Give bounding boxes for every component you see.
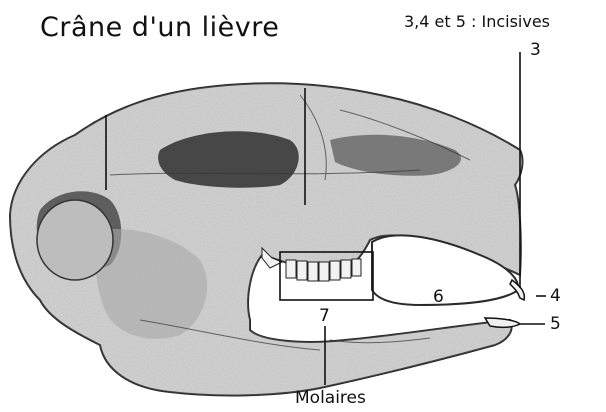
auditory-bulla xyxy=(37,200,113,280)
label-6: 6 xyxy=(433,287,444,307)
label-4: 4 xyxy=(550,286,561,306)
diagram-title: Crâne d'un lièvre xyxy=(40,12,279,43)
lower-incisor xyxy=(485,318,520,327)
incisors-legend: 3,4 et 5 : Incisives xyxy=(404,12,550,31)
molaires-label: Molaires xyxy=(295,388,366,408)
label-7: 7 xyxy=(319,306,330,326)
label-3: 3 xyxy=(530,40,541,60)
label-5: 5 xyxy=(550,314,561,334)
